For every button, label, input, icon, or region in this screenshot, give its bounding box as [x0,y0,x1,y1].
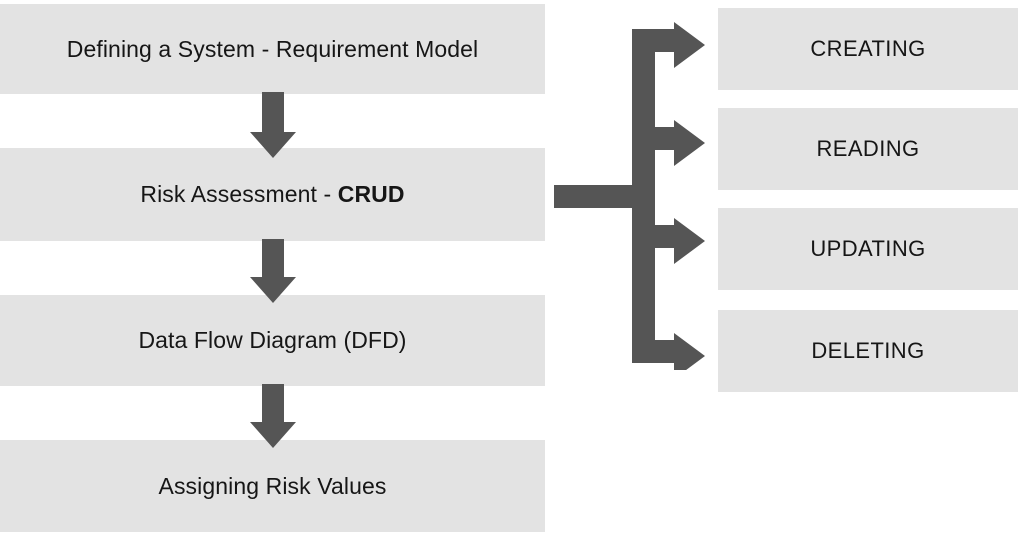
process-box-assigning-risk[interactable]: Assigning Risk Values [0,440,545,532]
crud-box-label: UPDATING [810,236,926,261]
branching-arrow-icon [554,22,710,370]
crud-box-creating[interactable]: CREATING [718,8,1018,90]
arrow-down-icon [250,92,296,158]
crud-box-label: READING [816,136,920,161]
process-box-risk-assessment[interactable]: Risk Assessment - CRUD [0,148,545,241]
process-box-label-emphasis: CRUD [337,181,405,207]
crud-box-label: DELETING [811,338,925,363]
process-box-data-flow-diagram[interactable]: Data Flow Diagram (DFD) [0,295,545,386]
process-box-label-text: Risk Assessment - [140,181,338,207]
crud-box-updating[interactable]: UPDATING [718,208,1018,290]
crud-box-deleting[interactable]: DELETING [718,310,1018,392]
crud-box-label: CREATING [810,36,926,61]
arrow-down-icon [250,384,296,448]
arrow-down-icon [250,239,296,303]
process-box-requirement-model[interactable]: Defining a System - Requirement Model [0,4,545,94]
process-box-label: Assigning Risk Values [158,472,387,499]
process-box-label: Risk Assessment - CRUD [140,183,404,206]
process-box-label: Data Flow Diagram (DFD) [138,327,407,353]
crud-box-reading[interactable]: READING [718,108,1018,190]
process-box-label: Defining a System - Requirement Model [66,35,479,62]
